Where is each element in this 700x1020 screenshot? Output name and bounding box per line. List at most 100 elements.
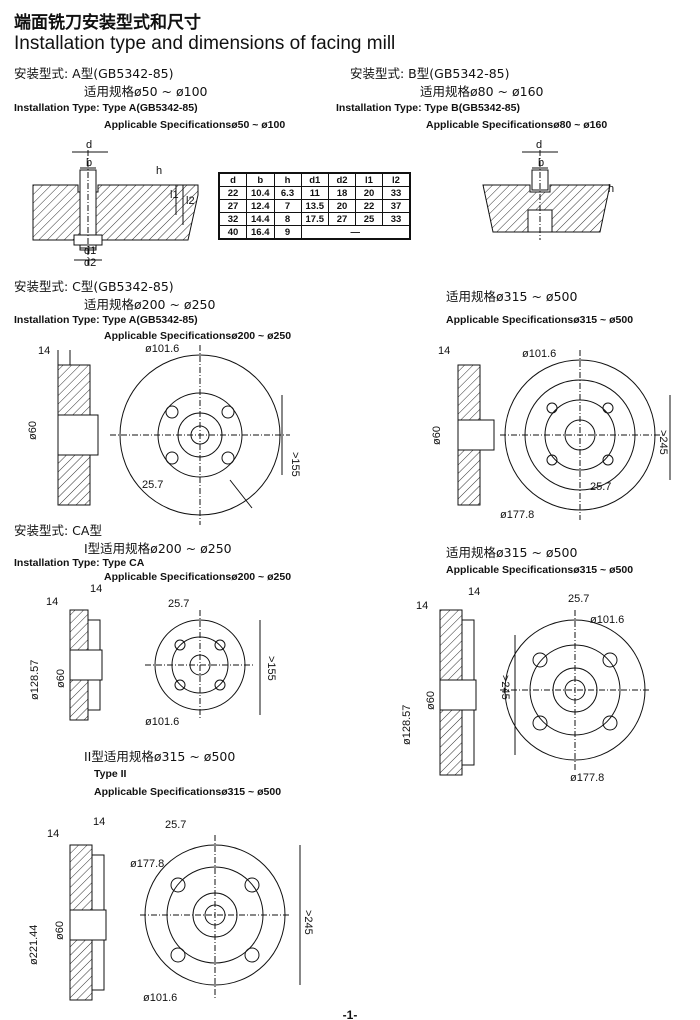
table-cell: 27 xyxy=(218,199,247,213)
table-cell: 22 xyxy=(218,186,247,200)
svg-text:ø101.6: ø101.6 xyxy=(145,716,179,728)
table-cell: 40 xyxy=(218,225,247,240)
svg-text:l1: l1 xyxy=(170,189,179,201)
table-cell: 25 xyxy=(355,212,383,226)
svg-text:ø60: ø60 xyxy=(55,669,67,688)
svg-text:ø101.6: ø101.6 xyxy=(522,348,556,360)
svg-text:ø60: ø60 xyxy=(425,691,437,710)
svg-text:ø60: ø60 xyxy=(54,921,66,940)
svg-text:25.7: 25.7 xyxy=(142,479,163,491)
svg-text:ø221.44: ø221.44 xyxy=(28,925,40,965)
table-cell: — xyxy=(300,225,411,240)
type-ca-heading: 安装型式: CA型 xyxy=(14,523,102,538)
svg-text:ø60: ø60 xyxy=(431,426,443,445)
type-ca-spec-cn: I型适用规格ø200 ~ ø250 xyxy=(84,541,232,556)
type-c-spec2-en: Applicable Specificationsø315 ~ ø500 xyxy=(446,314,634,326)
type-ii-spec-cn: II型适用规格ø315 ~ ø500 xyxy=(84,749,236,764)
svg-text:14: 14 xyxy=(38,345,50,357)
type-ca-spec-en: Applicable Specificationsø200 ~ ø250 xyxy=(104,571,292,583)
table-header: d xyxy=(218,172,247,187)
svg-text:b: b xyxy=(86,157,92,169)
type-a-spec-en: Applicable Specificationsø50 ~ ø100 xyxy=(104,119,286,131)
svg-text:ø128.57: ø128.57 xyxy=(401,705,413,745)
svg-text:ø128.57: ø128.57 xyxy=(29,660,41,700)
type-c-spec-en: Applicable Specificationsø200 ~ ø250 xyxy=(104,330,292,342)
type-c-left-drawing: 14 ø60 ø101.6 >155 25.7 xyxy=(27,343,301,525)
svg-text:ø101.6: ø101.6 xyxy=(145,343,179,355)
type-ca-right-drawing: 14 14 ø128.57 ø60 25.7 ø101.6 >245 ø177.… xyxy=(401,586,650,784)
svg-text:d2: d2 xyxy=(84,257,96,269)
table-cell: 6.3 xyxy=(273,186,302,200)
type-c-heading: 安装型式: C型(GB5342-85) xyxy=(14,279,174,294)
svg-text:l2: l2 xyxy=(186,195,195,207)
table-cell: 9 xyxy=(273,225,302,240)
type-ii-heading-en: Type II xyxy=(94,768,127,780)
type-a-drawing: d b h l1 l2 d1 d2 xyxy=(32,139,199,269)
table-cell: 11 xyxy=(300,186,329,200)
type-b-drawing: d b h xyxy=(482,139,614,240)
type-a-spec-cn: 适用规格ø50 ~ ø100 xyxy=(84,84,208,99)
table-cell: 17.5 xyxy=(300,212,329,226)
svg-text:14: 14 xyxy=(468,586,480,598)
type-ii-spec-en: Applicable Specificationsø315 ~ ø500 xyxy=(94,786,282,798)
type-c-spec2-cn: 适用规格ø315 ~ ø500 xyxy=(446,289,578,304)
svg-text:14: 14 xyxy=(90,583,102,595)
table-cell: 22 xyxy=(355,199,383,213)
svg-text:>245: >245 xyxy=(657,430,669,455)
svg-text:14: 14 xyxy=(46,596,58,608)
type-ii-drawing: 14 14 ø221.44 ø60 25.7 ø177.8 >245 ø101.… xyxy=(28,816,314,1004)
svg-text:h: h xyxy=(608,183,614,195)
svg-text:>245: >245 xyxy=(499,675,511,700)
table-cell: 7 xyxy=(273,199,302,213)
type-c-spec-cn: 适用规格ø200 ~ ø250 xyxy=(84,297,216,312)
svg-text:25.7: 25.7 xyxy=(568,593,589,605)
table-cell: 18 xyxy=(328,186,356,200)
title-en: Installation type and dimensions of faci… xyxy=(14,33,396,54)
svg-text:h: h xyxy=(156,165,162,177)
table-cell: 14.4 xyxy=(246,212,275,226)
table-cell: 8 xyxy=(273,212,302,226)
type-b-heading-en: Installation Type: Type B(GB5342-85) xyxy=(336,102,520,114)
svg-text:ø60: ø60 xyxy=(27,421,39,440)
table-cell: 16.4 xyxy=(246,225,275,240)
table-header: l1 xyxy=(355,172,383,187)
table-header: l2 xyxy=(382,172,411,187)
svg-text:d: d xyxy=(86,139,92,151)
table-cell: 27 xyxy=(328,212,356,226)
svg-text:25.7: 25.7 xyxy=(168,598,189,610)
table-header: b xyxy=(246,172,275,187)
svg-text:ø101.6: ø101.6 xyxy=(590,614,624,626)
table-cell: 33 xyxy=(382,212,411,226)
svg-text:d: d xyxy=(536,139,542,151)
svg-text:ø177.8: ø177.8 xyxy=(570,772,604,784)
type-b-heading: 安装型式: B型(GB5342-85) xyxy=(350,66,510,81)
svg-text:14: 14 xyxy=(93,816,105,828)
svg-text:14: 14 xyxy=(47,828,59,840)
table-header: h xyxy=(273,172,302,187)
title-cn: 端面铣刀安装型式和尺寸 xyxy=(14,13,201,33)
table-cell: 10.4 xyxy=(246,186,275,200)
svg-text:ø177.8: ø177.8 xyxy=(130,858,164,870)
svg-text:14: 14 xyxy=(438,345,450,357)
svg-text:25.7: 25.7 xyxy=(165,819,186,831)
svg-text:25.7: 25.7 xyxy=(590,481,611,493)
type-c-right-drawing: 14 ø60 ø101.6 >245 25.7 ø177.8 xyxy=(431,345,671,521)
svg-text:>155: >155 xyxy=(289,452,301,477)
table-cell: 33 xyxy=(382,186,411,200)
type-c-heading-en: Installation Type: Type A(GB5342-85) xyxy=(14,314,198,326)
table-cell: 32 xyxy=(218,212,247,226)
svg-text:>155: >155 xyxy=(265,656,277,681)
svg-text:d1: d1 xyxy=(84,245,96,257)
table-cell: 20 xyxy=(355,186,383,200)
type-ca-i-drawing: 14 14 ø128.57 ø60 25.7 >155 ø101.6 xyxy=(29,583,277,728)
type-ca-heading-en: Installation Type: Type CA xyxy=(14,557,145,569)
svg-text:ø177.8: ø177.8 xyxy=(500,509,534,521)
svg-text:ø101.6: ø101.6 xyxy=(143,992,177,1004)
table-cell: 12.4 xyxy=(246,199,275,213)
